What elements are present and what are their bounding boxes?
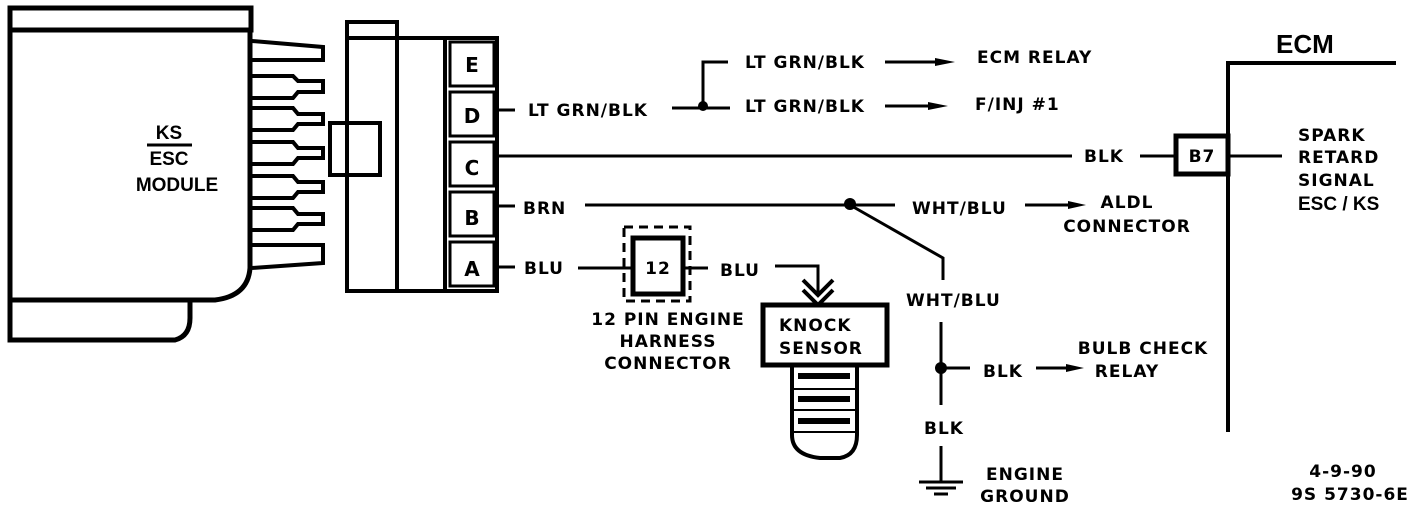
esc-module: KS ESC MODULE (7, 5, 325, 343)
ecm: ECM B7 SPARK RETARD SIGNAL ESC / KS (1173, 29, 1396, 432)
wire-pin-b: BRN WHT/BLU ALDL CONNECTOR WHT/BLU BLK B… (497, 193, 1208, 507)
ecm-signal-line4: ESC / KS (1298, 194, 1379, 215)
ecm-title: ECM (1276, 29, 1334, 59)
dest-bulb-line1: BULB CHECK (1078, 339, 1208, 359)
ground-symbol-icon (919, 480, 963, 496)
harness-pin-label: 12 (645, 259, 671, 279)
wire-label-branch-upper: LT GRN/BLK (745, 53, 865, 73)
wire-label-pin-b: BRN (523, 199, 566, 219)
module-connector: E D C B A (328, 20, 499, 293)
footer-date: 4-9-90 (1309, 462, 1376, 482)
module-label-module: MODULE (136, 175, 218, 196)
footer-code: 9S 5730-6E (1291, 485, 1409, 505)
wire-label-bulb: BLK (983, 362, 1023, 382)
wire-label-branch-lower: LT GRN/BLK (745, 97, 865, 117)
pin-label-a: A (464, 257, 480, 281)
pin-label-d: D (464, 104, 481, 128)
wire-label-ground: BLK (924, 419, 964, 439)
wire-label-down: WHT/BLU (906, 291, 1001, 311)
pin-label-c: C (465, 156, 480, 180)
module-label-ks: KS (156, 123, 182, 144)
harness-label-line2: HARNESS (619, 332, 716, 352)
module-label-esc: ESC (149, 149, 188, 170)
connector-pin-cells (448, 40, 496, 288)
wire-pin-c: BLK (497, 147, 1176, 167)
wire-label-pin-c: BLK (1084, 147, 1124, 167)
dest-ecm-relay: ECM RELAY (977, 48, 1092, 68)
module-bottom-tab (7, 300, 193, 343)
harness-label-line3: CONNECTOR (604, 354, 732, 374)
knock-sensor-line1: KNOCK (779, 316, 852, 336)
wire-pin-a: BLU 12 BLU 12 PIN ENGINE HARNESS CONNECT… (497, 225, 835, 374)
wire-label-after-connector: BLU (720, 261, 760, 281)
dest-ground-line2: GROUND (980, 487, 1070, 507)
wire-label-pin-d: LT GRN/BLK (528, 101, 648, 121)
harness-label-line1: 12 PIN ENGINE (591, 310, 744, 330)
ecm-terminal-label: B7 (1189, 147, 1216, 167)
dest-aldl-line1: ALDL (1101, 193, 1154, 213)
module-pins (251, 39, 325, 270)
module-body (7, 30, 253, 303)
dest-bulb-line2: RELAY (1095, 362, 1159, 382)
dest-aldl-line2: CONNECTOR (1063, 217, 1191, 237)
ecm-signal-line2: RETARD (1298, 148, 1379, 168)
harness-connector (630, 235, 686, 297)
pin-label-b: B (464, 206, 479, 230)
module-top-strip (7, 5, 254, 33)
ecm-signal-line1: SPARK (1298, 126, 1366, 146)
harness-connector-outline (622, 225, 692, 303)
knock-sensor-body (760, 302, 890, 368)
dest-ground-line1: ENGINE (986, 465, 1064, 485)
knock-sensor-line2: SENSOR (779, 339, 863, 359)
knock-sensor-thread (790, 367, 859, 460)
knock-sensor: KNOCK SENSOR (760, 302, 890, 460)
wire-pin-d: LT GRN/BLK LT GRN/BLK LT GRN/BLK ECM REL… (497, 48, 1092, 121)
ecm-terminal-b7 (1173, 133, 1231, 177)
ecm-signal-line3: SIGNAL (1298, 171, 1375, 191)
dest-finj: F/INJ #1 (975, 95, 1060, 115)
wire-label-pin-a: BLU (524, 259, 564, 279)
wire-label-aldl: WHT/BLU (912, 199, 1007, 219)
connector-latch (328, 121, 382, 177)
pin-label-e: E (465, 53, 479, 77)
